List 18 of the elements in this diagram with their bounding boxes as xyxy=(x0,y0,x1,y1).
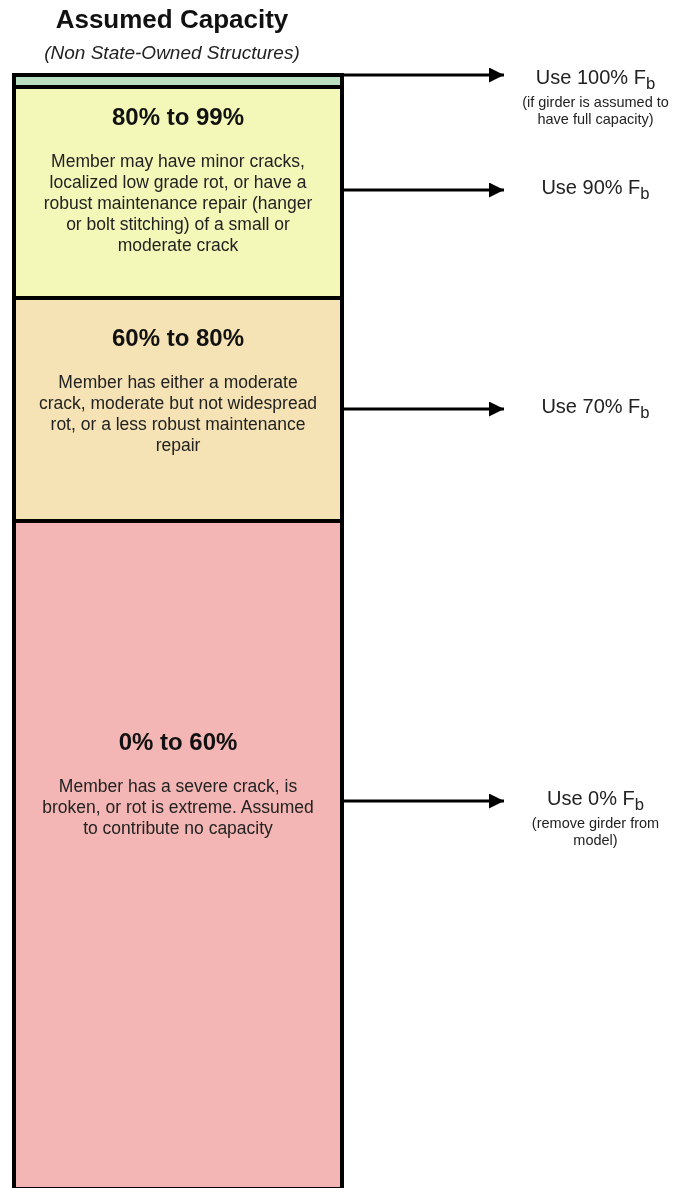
description-text: Member has either a moderate crack, moderate but not widespread rot, or a less robust maintenance repair xyxy=(38,372,318,456)
range-heading: 60% to 80% xyxy=(110,324,246,352)
description-text: Member may have minor cracks, localized low grade rot, or have a robust maintenance repair (hanger or bolt stitching) of a small or moderate crack xyxy=(42,151,314,256)
title: Assumed Capacity xyxy=(54,4,290,35)
note-text: (remove girder from model) xyxy=(530,815,661,850)
arrow xyxy=(344,401,504,417)
capacity-rule: Use 0% F$_{b}$ xyxy=(545,787,646,815)
range-heading: 0% to 60% xyxy=(117,728,239,756)
capacity-rule: Use 100% F$_{b}$ xyxy=(534,66,657,94)
note-text: (if girder is assumed to have full capacity) xyxy=(521,94,670,129)
subtitle: (Non State-Owned Structures) xyxy=(43,42,301,64)
capacity-rule: Use 70% F$_{b}$ xyxy=(540,395,651,423)
arrow xyxy=(344,793,504,809)
arrow xyxy=(344,182,504,198)
description-text: Member has a severe crack, is broken, or rot is extreme. Assumed to contribute no capacity xyxy=(41,776,315,839)
arrow xyxy=(344,67,504,83)
range-heading: 80% to 99% xyxy=(110,103,246,131)
capacity-rule: Use 90% F$_{b}$ xyxy=(540,176,651,204)
